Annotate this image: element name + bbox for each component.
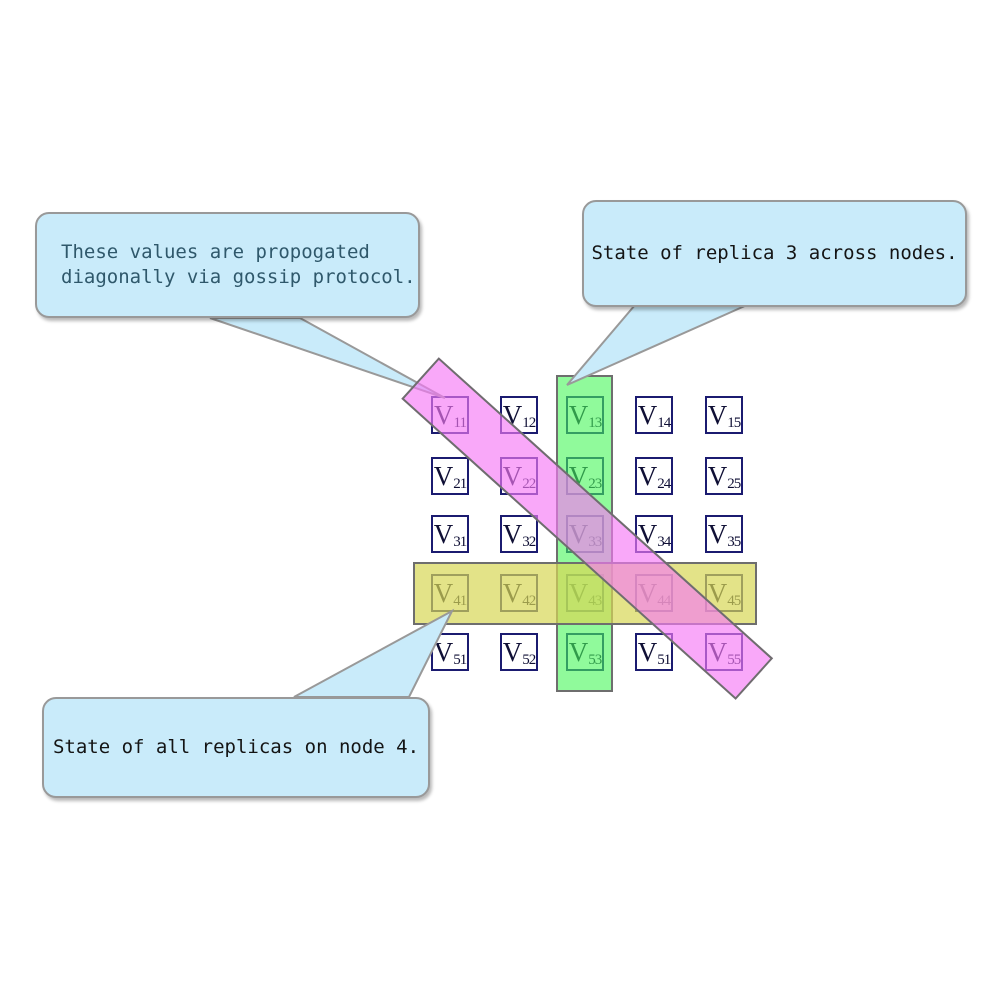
callout-replica3: State of replica 3 across nodes. (582, 200, 967, 307)
callout-node4: State of all replicas on node 4. (42, 697, 430, 798)
callout-node4-text: State of all replicas on node 4. (52, 736, 420, 758)
callout-replica3-tail (566, 304, 748, 386)
callout-gossip-line1: These values are propogated (61, 241, 370, 263)
callout-gossip: These values are propogated diagonally v… (35, 212, 420, 318)
callout-gossip-line2: diagonally via gossip protocol. (61, 266, 416, 288)
callout-replica3-text: State of replica 3 across nodes. (591, 242, 958, 264)
callout-gossip-tail (209, 317, 446, 399)
